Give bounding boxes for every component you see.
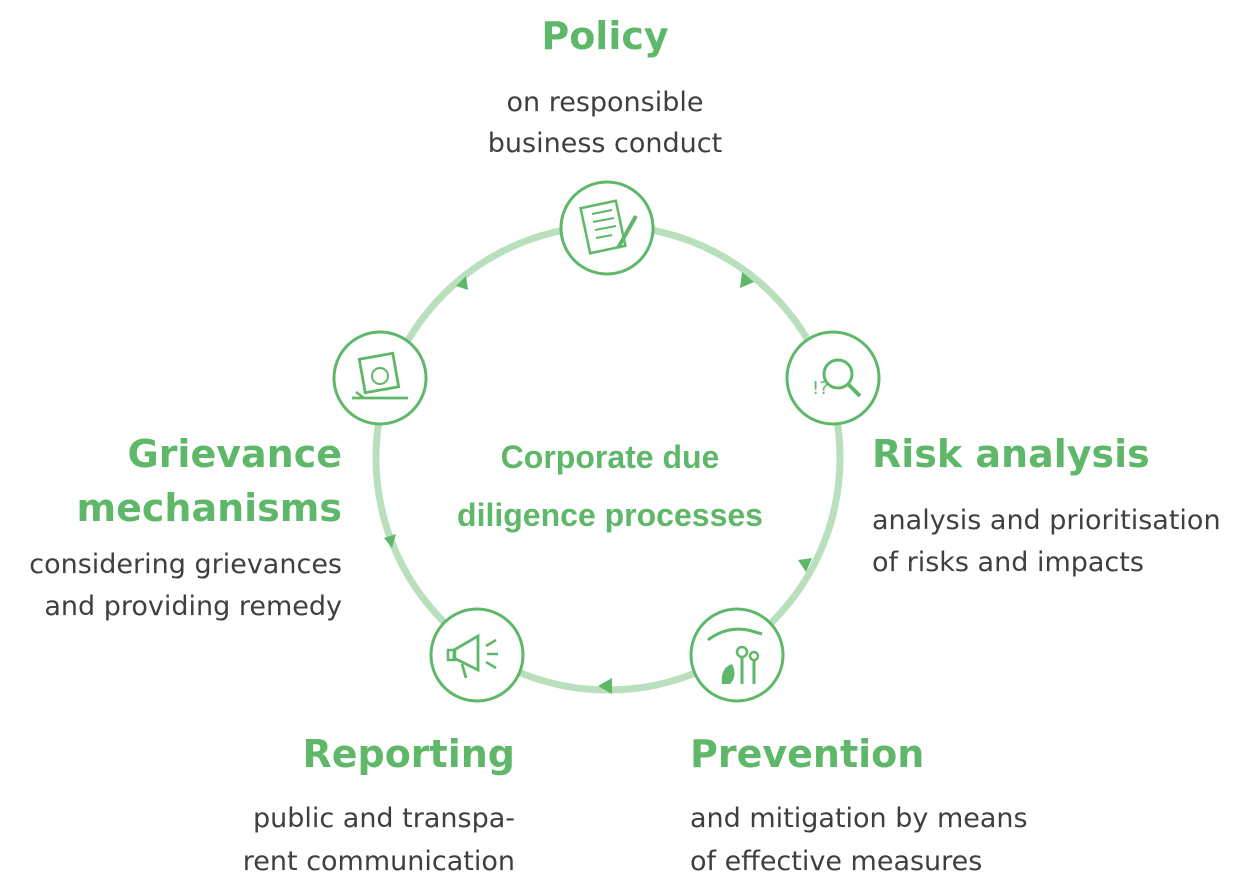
document-pen-icon — [559, 180, 655, 276]
arrow-grievance-to-policy — [456, 276, 468, 290]
risk-analysis-desc-line-1: analysis and prioritisation — [872, 505, 1221, 536]
arrow-prevention-to-reporting — [598, 678, 612, 694]
prevention-desc-line-2: of effective measures — [690, 846, 983, 877]
risk-analysis-desc-line-2: of risks and impacts — [872, 547, 1144, 578]
center-label: Corporate due diligence processes — [420, 428, 800, 544]
center-line-2: diligence processes — [457, 497, 763, 533]
policy-desc-line-2: business conduct — [487, 128, 723, 159]
svg-text:!?: !? — [812, 378, 829, 399]
magnifier-icon: !? — [785, 330, 881, 426]
arrow-policy-to-risk — [740, 272, 754, 288]
prevention-desc-line-1: and mitigation by means — [690, 803, 1028, 834]
reporting-title: Reporting — [302, 732, 515, 776]
center-line-1: Corporate due — [500, 439, 720, 475]
risk-analysis-title: Risk analysis — [872, 432, 1150, 476]
grievance-title-line-2: mechanisms — [76, 486, 343, 530]
policy-desc-line-1: on responsible — [506, 87, 704, 118]
protecting-hand-icon — [689, 607, 785, 703]
arrow-risk-to-prevention — [798, 558, 812, 572]
complaint-box-icon — [332, 330, 428, 426]
policy-title: Policy — [541, 14, 669, 58]
arrow-reporting-to-grievance — [384, 534, 396, 548]
prevention-title: Prevention — [690, 732, 925, 776]
reporting-desc-line-1: public and transpa- — [252, 803, 515, 834]
reporting-desc-line-2: rent communication — [242, 846, 515, 877]
grievance-desc-line-1: considering grievances — [29, 549, 342, 580]
grievance-desc-line-2: and providing remedy — [44, 591, 342, 622]
grievance-title-line-1: Grievance — [127, 432, 343, 476]
megaphone-icon — [429, 607, 525, 703]
